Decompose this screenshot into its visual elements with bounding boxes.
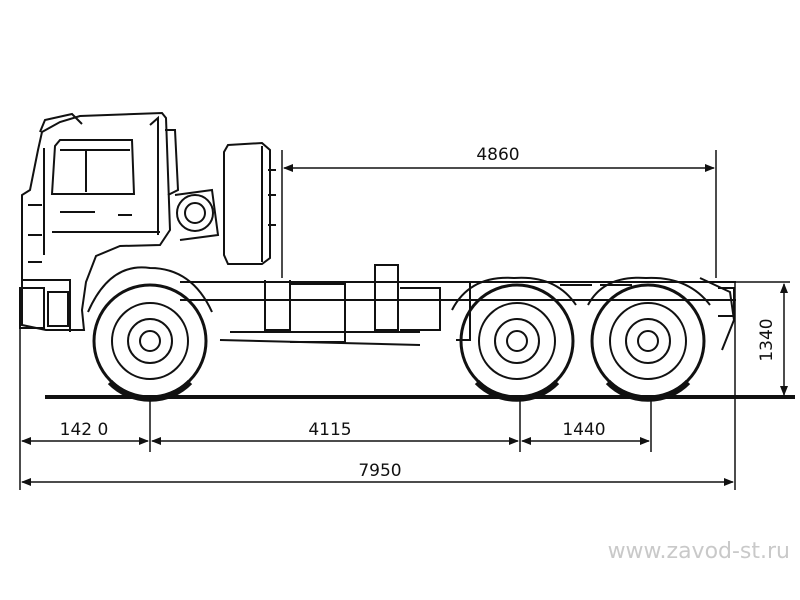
dim-label-1420: 142 0 [60,420,109,440]
dim-label-1340: 1340 [757,318,777,361]
mid-fender [451,276,577,311]
dim-label-4860: 4860 [476,145,519,165]
dimension-lines [19,150,790,490]
truck-outline [19,111,736,402]
front-fender [87,266,213,313]
rear-wheel [590,283,706,402]
rear-fender [587,276,711,306]
dim-label-7950: 7950 [358,461,401,481]
air-filter [174,188,220,241]
watermark-text: www.zavod-st.ru [608,539,790,564]
dim-label-4115: 4115 [308,420,351,440]
cab [19,111,180,332]
mid-wheel [459,283,575,402]
dim-label-1440: 1440 [562,420,605,440]
front-wheel [92,283,208,402]
spare-wheel [223,141,276,265]
